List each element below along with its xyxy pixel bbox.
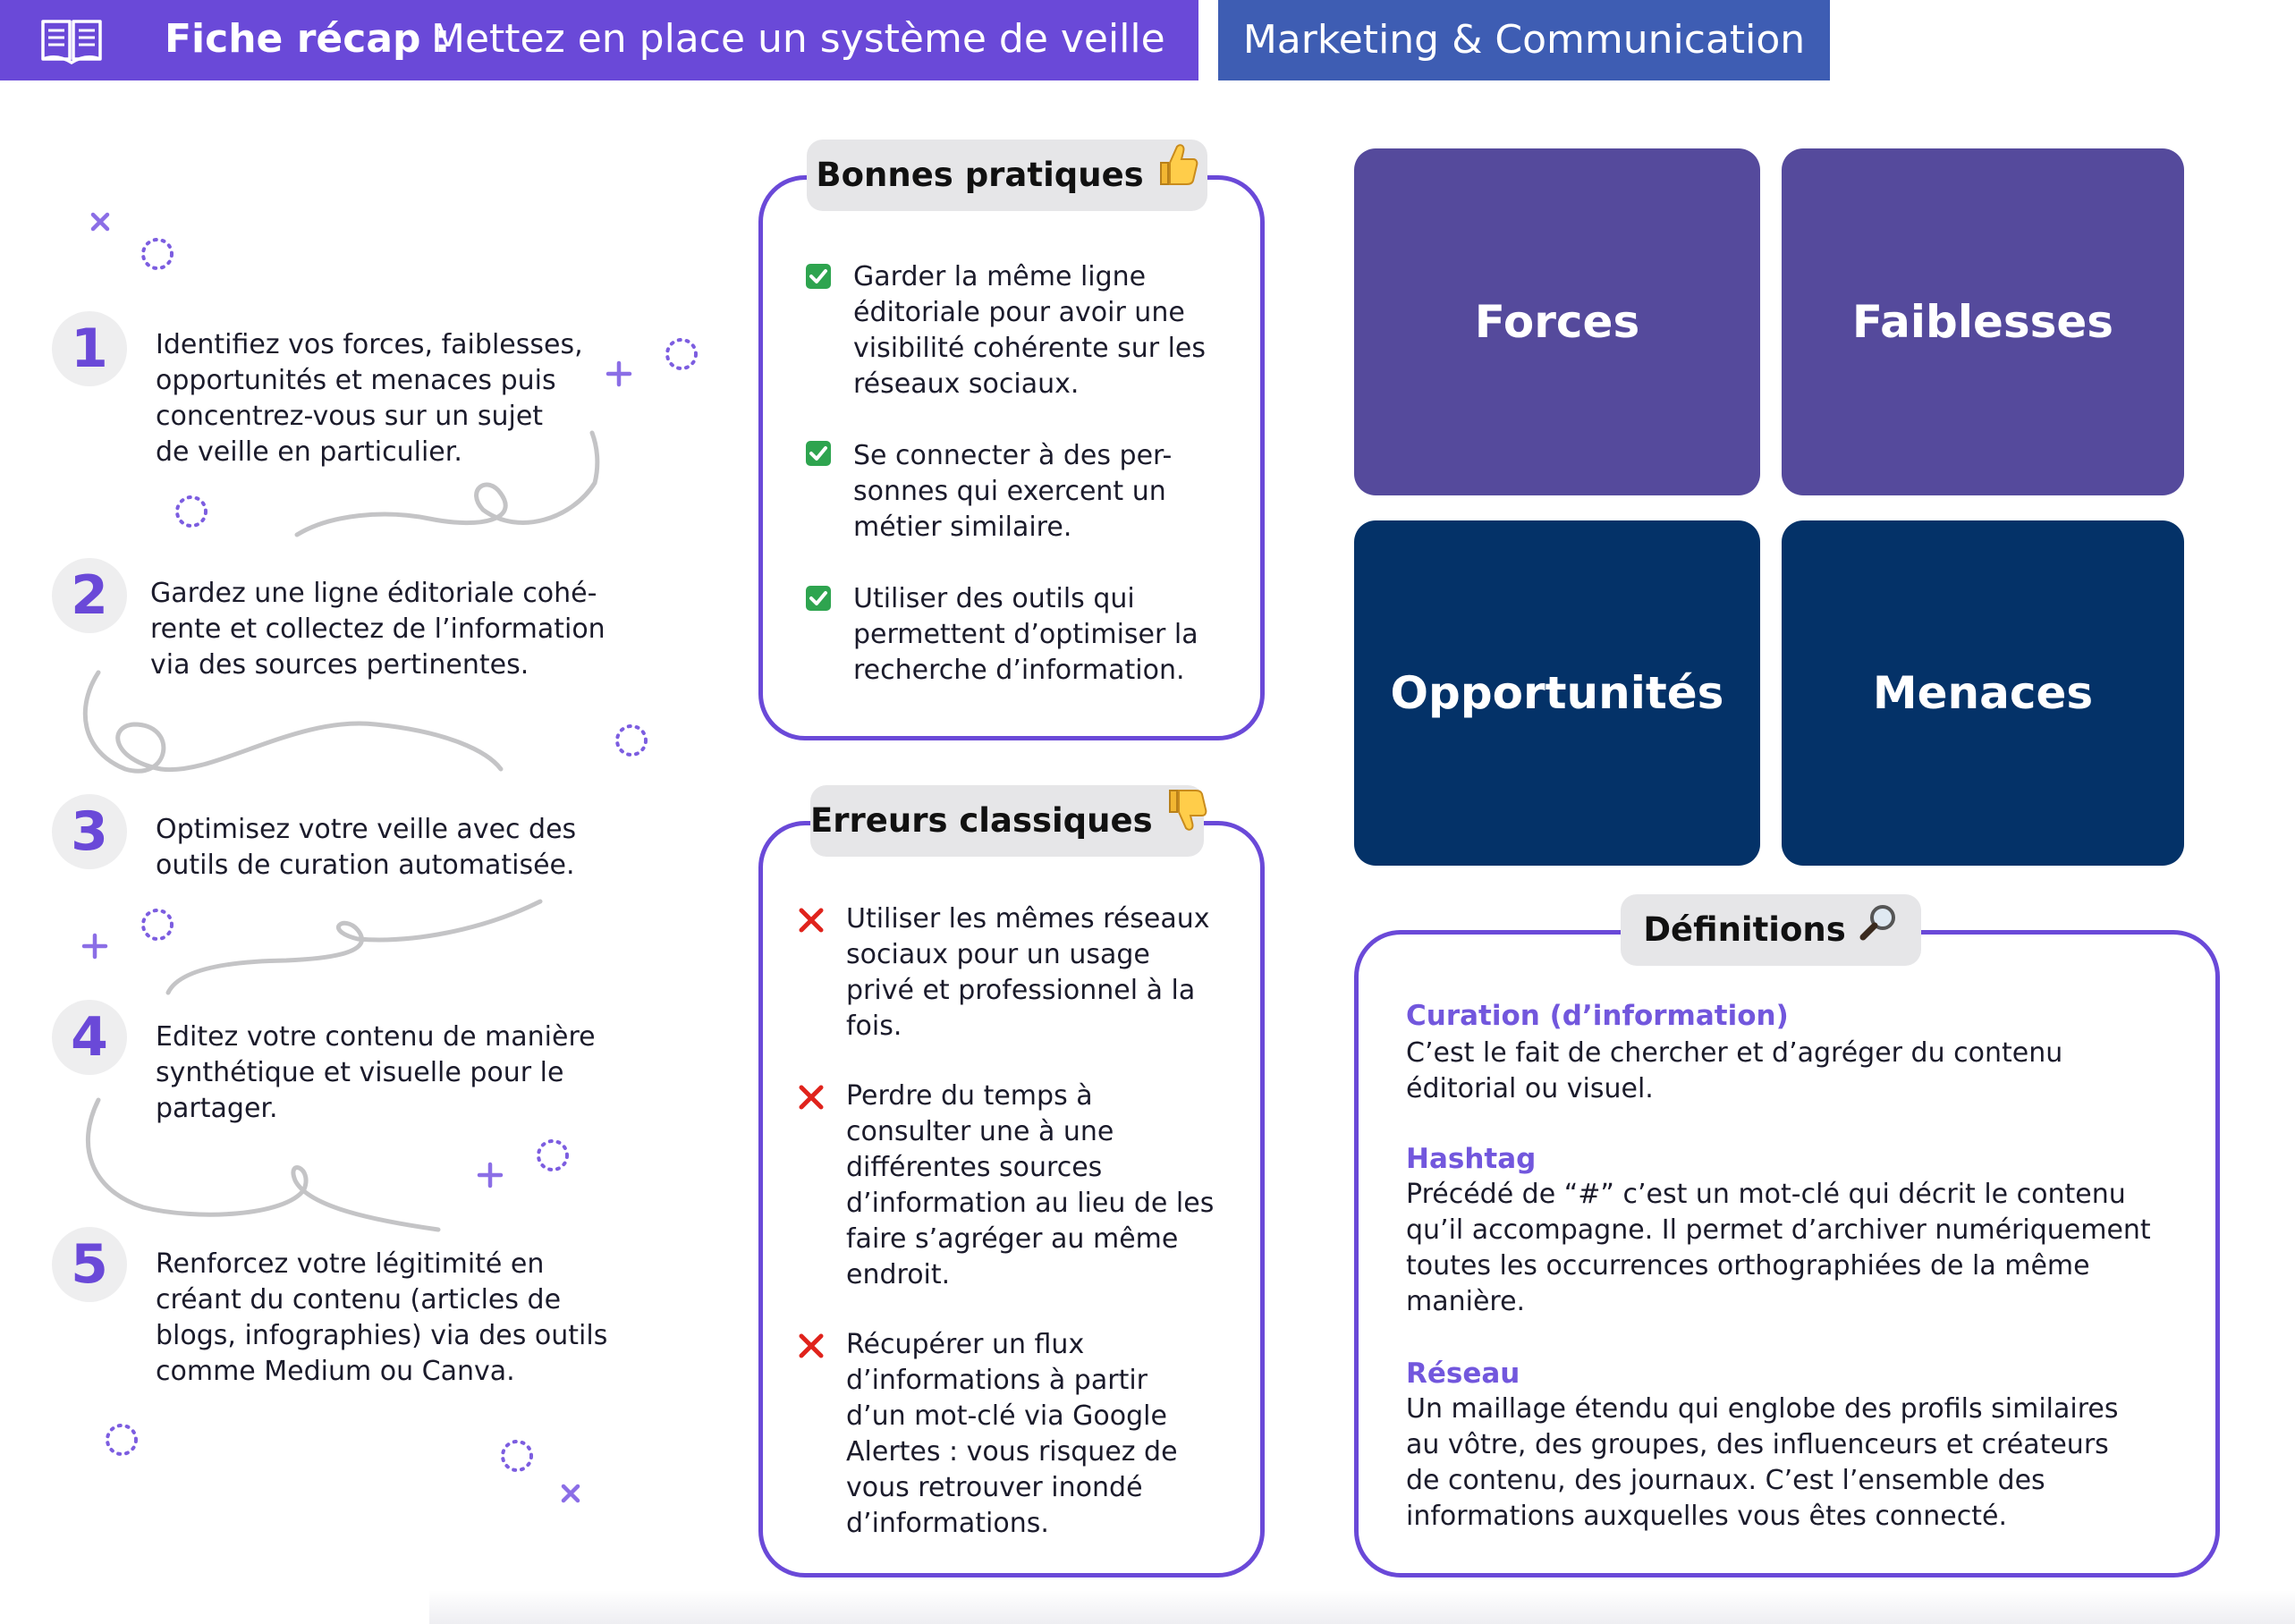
swot-menaces: Menaces bbox=[1782, 520, 2184, 866]
open-book-icon bbox=[41, 20, 102, 64]
step-text: Gardez une ligne éditoriale cohé-rente e… bbox=[150, 578, 606, 681]
check-icon bbox=[806, 441, 831, 466]
thumbs-up-icon bbox=[1156, 141, 1198, 213]
definition-term: Hashtag bbox=[1406, 1143, 1537, 1175]
definitions-title: Définitions bbox=[1621, 894, 1921, 966]
swot-opportunites: Opportunités bbox=[1354, 520, 1760, 866]
definition-text: C’est le fait de chercher et d’agréger d… bbox=[1406, 1037, 2063, 1104]
cross-icon bbox=[799, 908, 824, 933]
step-number: 1 bbox=[52, 311, 127, 386]
step-number: 3 bbox=[52, 794, 127, 869]
header-banner: Fiche récap : Mettez en place un système… bbox=[0, 0, 1198, 80]
step-text: Identifiez vos forces, faiblesses,opport… bbox=[156, 329, 583, 468]
definition-term: Curation (d’information) bbox=[1406, 1000, 1789, 1032]
classic-errors-title: Erreurs classiques bbox=[810, 785, 1207, 859]
bottom-shadow bbox=[429, 1590, 2295, 1624]
thumbs-down-icon bbox=[1164, 787, 1207, 859]
definition-term: Réseau bbox=[1406, 1358, 1520, 1390]
good-practices-title: Bonnes pratiques bbox=[807, 140, 1207, 211]
cross-icon bbox=[799, 1333, 824, 1358]
definition-text: Précédé de “#” c’est un mot-clé qui décr… bbox=[1406, 1179, 2151, 1317]
check-icon bbox=[806, 586, 831, 611]
page-title: Mettez en place un système de veille bbox=[431, 16, 1165, 62]
step-number: 2 bbox=[52, 558, 127, 633]
step-number: 5 bbox=[52, 1227, 127, 1302]
definition-text: Un maillage étendu qui englobe des profi… bbox=[1406, 1393, 2119, 1532]
swot-forces: Forces bbox=[1354, 148, 1760, 495]
decorative-swirls bbox=[81, 212, 698, 1503]
category-badge: Marketing & Communication bbox=[1218, 0, 1830, 80]
check-icon bbox=[806, 264, 831, 289]
magnifier-icon bbox=[1858, 896, 1899, 968]
recap-label: Fiche récap : bbox=[165, 16, 451, 62]
swot-faiblesses: Faiblesses bbox=[1782, 148, 2184, 495]
good-practice-item: Se connecter à des per-sonnes qui exerce… bbox=[853, 440, 1173, 543]
cross-icon bbox=[799, 1085, 824, 1110]
step-number: 4 bbox=[52, 1000, 127, 1075]
